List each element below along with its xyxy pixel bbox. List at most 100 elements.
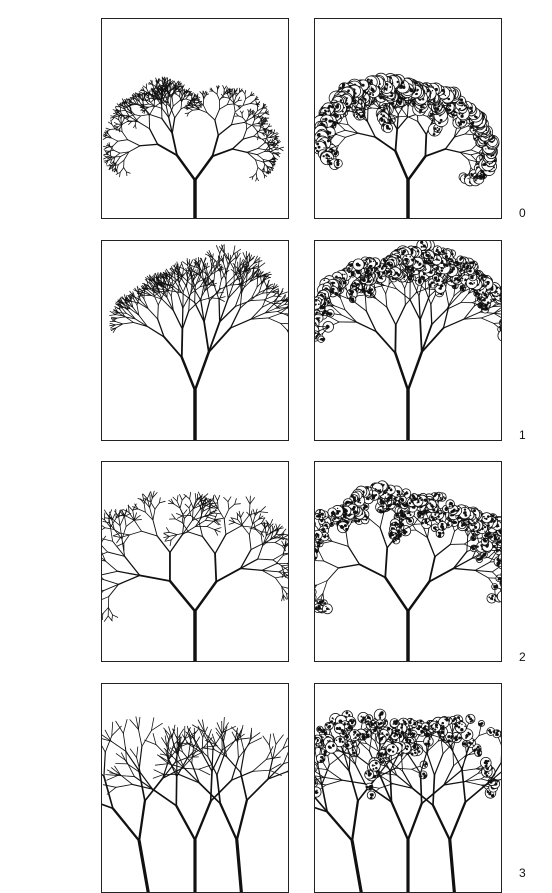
branch-segment xyxy=(251,516,253,523)
branch-segment xyxy=(274,148,280,149)
branch-segment xyxy=(241,515,249,526)
branch-segment xyxy=(219,105,227,110)
branch-segment xyxy=(135,319,147,327)
branch-segment xyxy=(245,90,246,93)
branch-segment xyxy=(189,532,203,536)
branch-segment xyxy=(250,103,255,104)
branch-segment xyxy=(256,173,257,178)
branch-segment xyxy=(453,552,466,569)
branch-segment xyxy=(195,493,196,499)
branch-segment xyxy=(154,295,158,305)
branch-segment xyxy=(368,122,376,137)
branch-segment xyxy=(214,513,221,514)
branch-segment xyxy=(195,156,212,180)
branch-segment xyxy=(134,115,140,116)
branch-segment xyxy=(275,542,282,545)
branch-segment xyxy=(215,518,223,519)
branch-segment xyxy=(212,135,218,156)
branch-segment xyxy=(358,133,375,137)
branch-segment xyxy=(345,115,348,124)
branch-segment xyxy=(465,128,471,134)
branch-segment xyxy=(216,568,240,581)
branch-segment xyxy=(263,128,266,129)
branch-segment xyxy=(268,318,280,323)
branch-segment xyxy=(242,117,246,121)
branch-segment xyxy=(193,110,200,111)
branch-segment xyxy=(236,92,239,96)
branch-segment xyxy=(258,136,259,140)
leaf-cluster xyxy=(482,513,492,523)
branch-segment xyxy=(166,528,169,533)
branch-segment xyxy=(429,568,453,581)
branch-segment xyxy=(106,128,110,129)
branch-segment xyxy=(243,129,247,139)
branch-segment xyxy=(111,138,117,141)
branch-segment xyxy=(151,492,153,499)
branch-segment xyxy=(195,582,216,612)
branch-segment xyxy=(182,329,183,357)
branch-segment xyxy=(184,509,193,519)
branch-segment xyxy=(264,164,265,168)
branch-segment xyxy=(253,173,256,176)
branch-segment xyxy=(114,122,117,124)
branch-segment xyxy=(207,113,215,120)
branch-segment xyxy=(187,287,190,297)
bare-branch-tree-1 xyxy=(102,241,288,440)
branch-segment xyxy=(182,496,186,500)
branch-segment xyxy=(264,300,273,304)
branch-segment xyxy=(256,160,263,162)
branch-segment xyxy=(138,509,145,512)
branch-segment xyxy=(224,86,226,89)
branch-segment xyxy=(227,104,234,105)
branch-segment xyxy=(275,134,279,137)
branch-segment xyxy=(381,285,385,293)
branch-segment xyxy=(396,305,406,325)
branch-segment xyxy=(117,165,119,170)
branch-segment xyxy=(275,578,281,587)
branch-segment xyxy=(140,144,158,145)
branch-segment xyxy=(240,111,242,114)
branch-segment xyxy=(178,91,181,92)
branch-segment xyxy=(173,100,180,106)
branch-segment xyxy=(231,112,235,125)
branch-segment xyxy=(180,494,183,500)
branch-segment xyxy=(337,135,346,138)
branch-segment xyxy=(287,315,288,319)
branch-segment xyxy=(338,124,345,131)
branch-segment xyxy=(124,168,127,172)
branch-segment xyxy=(247,148,258,152)
branch-segment xyxy=(207,521,214,527)
branch-segment xyxy=(262,564,276,571)
branch-segment xyxy=(114,124,118,126)
branch-segment xyxy=(172,514,175,519)
branch-segment xyxy=(494,307,501,313)
branch-segment xyxy=(177,496,178,502)
branch-segment xyxy=(422,328,444,352)
branch-segment xyxy=(244,117,253,122)
branch-segment xyxy=(176,94,179,97)
branch-segment xyxy=(113,141,118,146)
branch-segment xyxy=(475,562,490,570)
branch-segment xyxy=(128,140,140,146)
branch-segment xyxy=(120,110,125,111)
branch-segment xyxy=(164,532,170,533)
branch-segment xyxy=(460,150,471,152)
branch-segment xyxy=(263,159,269,160)
branch-segment xyxy=(469,160,476,162)
branch-segment xyxy=(114,150,120,153)
branch-segment xyxy=(185,504,189,508)
branch-segment xyxy=(235,498,237,504)
branch-segment xyxy=(213,91,217,94)
branch-segment xyxy=(250,100,254,103)
branch-segment xyxy=(109,150,114,151)
branch-segment xyxy=(231,269,236,273)
branch-segment xyxy=(246,122,247,130)
branch-segment xyxy=(126,520,134,526)
branch-segment xyxy=(223,85,225,89)
branch-segment xyxy=(240,568,262,570)
branch-segment xyxy=(260,507,266,512)
foliage-tree-1 xyxy=(315,241,501,440)
branch-segment xyxy=(408,156,425,180)
branch-segment xyxy=(431,304,432,324)
branch-segment xyxy=(398,116,407,117)
